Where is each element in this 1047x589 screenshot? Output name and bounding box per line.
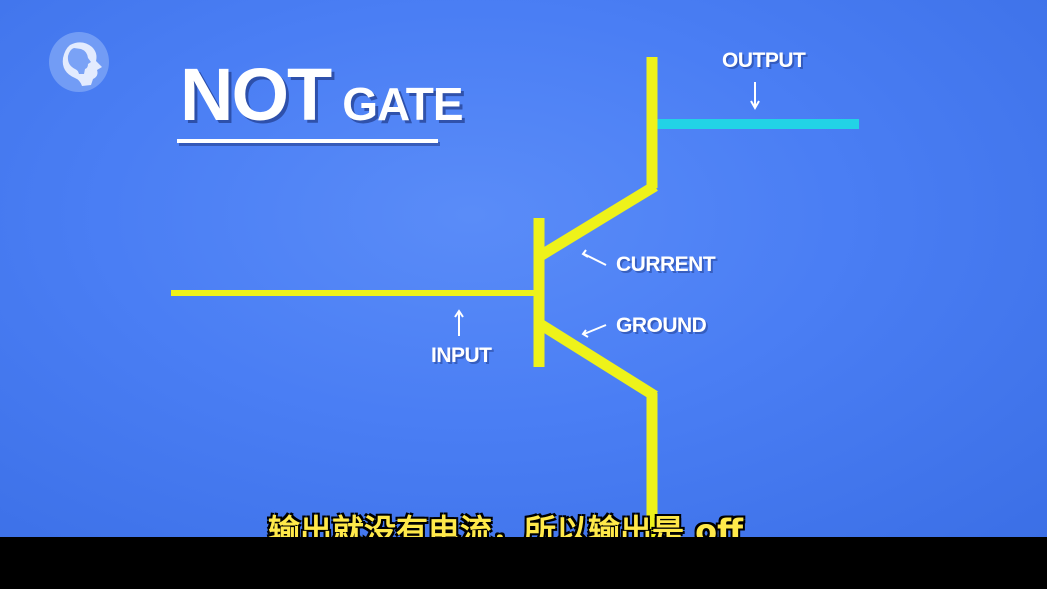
- subtitle-caption: 输出就没有电流，所以输出是 off: [268, 512, 744, 537]
- letterbox-bar: [0, 537, 1047, 589]
- current-arrow: [581, 249, 607, 266]
- title-main: NOT: [180, 53, 332, 136]
- collector-diagonal: [537, 181, 658, 261]
- output-label: OUTPUT: [722, 49, 806, 72]
- title-underline: [177, 139, 438, 143]
- pbs-head-logo-icon: [49, 32, 109, 92]
- title-sub: GATE: [342, 78, 463, 130]
- output-arrow: [750, 82, 760, 111]
- ground-label: GROUND: [616, 314, 707, 337]
- input-arrow: [454, 309, 464, 336]
- transistor-diagram: [171, 57, 859, 537]
- emitter-diagonal: [537, 319, 658, 401]
- current-label: CURRENT: [616, 253, 716, 276]
- ground-arrow: [581, 324, 607, 338]
- input-label: INPUT: [431, 344, 492, 367]
